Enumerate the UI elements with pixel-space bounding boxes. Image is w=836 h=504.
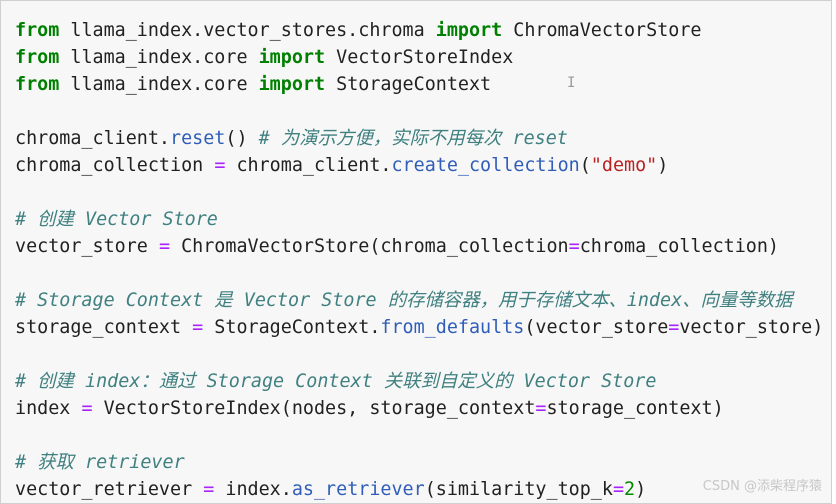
kwarg-operator: = <box>612 479 625 500</box>
code-line-3: from llama_index.core import StorageCont… <box>15 71 823 98</box>
code-comment: # 创建 Vector Store <box>15 209 218 230</box>
open-paren: ( <box>579 155 591 176</box>
call-args: vector_store) <box>679 317 824 338</box>
code-comment: # 创建 index：通过 Storage Context 关联到自定义的 Ve… <box>15 371 657 392</box>
code-line-18: vector_retriever = index.as_retriever(si… <box>15 476 823 503</box>
blank-line <box>15 260 823 287</box>
call-expression: VectorStoreIndex(nodes, storage_context <box>92 398 536 419</box>
keyword-from: from <box>15 74 60 95</box>
imported-name: StorageContext <box>325 74 492 95</box>
blank-line <box>15 98 823 125</box>
variable-name: storage_context <box>15 317 193 338</box>
keyword-import: import <box>258 74 326 95</box>
code-comment: # 获取 retriever <box>15 452 185 473</box>
assign-operator: = <box>192 317 204 338</box>
code-comment: # 为演示方便，实际不用每次 reset <box>258 128 568 149</box>
call-args: (similarity_top_k <box>424 479 613 500</box>
code-line-15: index = VectorStoreIndex(nodes, storage_… <box>15 395 823 422</box>
keyword-import: import <box>258 47 326 68</box>
object-ref: chroma_client. <box>15 128 171 149</box>
module-path: llama_index.core <box>59 47 259 68</box>
kwarg-operator: = <box>668 317 680 338</box>
string-literal: "demo" <box>590 155 658 176</box>
method-name: from_defaults <box>380 317 525 338</box>
module-path: llama_index.core <box>59 74 259 95</box>
code-line-8: # 创建 Vector Store <box>15 206 823 233</box>
code-line-17: # 获取 retriever <box>15 449 823 476</box>
object-ref: index. <box>214 479 292 500</box>
imported-name: VectorStoreIndex <box>325 47 514 68</box>
blank-line <box>15 179 823 206</box>
kwarg-operator: = <box>568 236 580 257</box>
blank-line <box>15 341 823 368</box>
code-line-6: chroma_collection = chroma_client.create… <box>15 152 823 179</box>
method-name: reset <box>170 128 226 149</box>
assign-operator: = <box>203 479 215 500</box>
assign-operator: = <box>214 155 226 176</box>
watermark: CSDN @添柴程序猿 <box>702 479 822 494</box>
object-ref: chroma_client. <box>225 155 392 176</box>
variable-name: vector_retriever <box>15 479 204 500</box>
code-line-9: vector_store = ChromaVectorStore(chroma_… <box>15 233 823 260</box>
assign-operator: = <box>81 398 93 419</box>
module-path: llama_index.vector_stores.chroma <box>59 20 436 41</box>
variable-name: vector_store <box>15 236 159 257</box>
object-ref: StorageContext. <box>203 317 381 338</box>
blank-line <box>15 422 823 449</box>
code-line-14: # 创建 index：通过 Storage Context 关联到自定义的 Ve… <box>15 368 823 395</box>
keyword-import: import <box>435 20 503 41</box>
close-paren: ) <box>657 155 669 176</box>
code-comment: # Storage Context 是 Vector Store 的存储容器，用… <box>15 290 793 311</box>
code-editor[interactable]: from llama_index.vector_stores.chroma im… <box>15 17 823 503</box>
number-literal: 2 <box>624 479 636 500</box>
call-expression: ChromaVectorStore(chroma_collection <box>170 236 569 257</box>
code-line-12: storage_context = StorageContext.from_de… <box>15 314 823 341</box>
text-cursor-icon: I <box>567 75 576 91</box>
code-line-1: from llama_index.vector_stores.chroma im… <box>15 17 823 44</box>
code-line-2: from llama_index.core import VectorStore… <box>15 44 823 71</box>
keyword-from: from <box>15 47 60 68</box>
variable-name: index <box>15 398 82 419</box>
code-line-5: chroma_client.reset() # 为演示方便，实际不用每次 res… <box>15 125 823 152</box>
call-args: storage_context) <box>546 398 724 419</box>
keyword-from: from <box>15 20 60 41</box>
method-name: create_collection <box>391 155 580 176</box>
close-paren: ) <box>635 479 647 500</box>
assign-operator: = <box>158 236 171 257</box>
variable-name: chroma_collection <box>15 155 215 176</box>
call-args: (vector_store <box>524 317 669 338</box>
call-parens: () <box>225 128 259 149</box>
code-line-11: # Storage Context 是 Vector Store 的存储容器，用… <box>15 287 823 314</box>
call-args: chroma_collection) <box>579 236 780 257</box>
imported-name: ChromaVectorStore <box>502 20 702 41</box>
method-name: as_retriever <box>291 479 425 500</box>
kwarg-operator: = <box>535 398 547 419</box>
